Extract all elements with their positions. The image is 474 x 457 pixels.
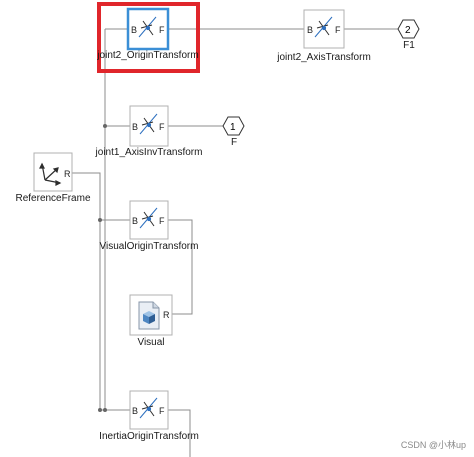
visual-block[interactable]: R: [129, 294, 173, 336]
highlight-box: [97, 2, 200, 73]
joint2-origin-transform-label: joint2_OriginTransform: [97, 50, 199, 61]
port-b-label: B: [307, 25, 313, 35]
port-b-label: B: [132, 406, 138, 416]
outport-number: 1: [230, 122, 236, 133]
frame-transform-icon: [314, 16, 333, 38]
joint1-axisinv-transform-label: joint1_AxisInvTransform: [95, 147, 203, 158]
joint2-axis-transform-block[interactable]: B F: [303, 9, 345, 49]
port-f-label: F: [159, 216, 165, 226]
line-refframe-bus: [72, 172, 101, 410]
visual-label: Visual: [137, 337, 165, 348]
port-b-label: B: [132, 122, 138, 132]
junction-dot: [103, 408, 107, 412]
line-inertiaorigin-out: [168, 409, 191, 457]
port-b-label: B: [132, 216, 138, 226]
axes-icon: [39, 162, 62, 186]
inertia-origin-transform-label: InertiaOriginTransform: [99, 431, 199, 442]
joint2-origin-transform-block[interactable]: B F: [126, 7, 170, 51]
frame-transform-icon: [139, 113, 158, 135]
joint1-axisinv-transform-block[interactable]: B F: [129, 105, 169, 147]
port-f-label: F: [159, 122, 165, 132]
reference-frame-block[interactable]: R: [33, 152, 73, 192]
joint2-axis-transform-label: joint2_AxisTransform: [277, 52, 371, 63]
port-b-label: B: [131, 25, 137, 35]
outport-f1-label: F1: [403, 40, 415, 51]
port-f-label: F: [335, 25, 341, 35]
outport-f[interactable]: 1: [222, 116, 245, 136]
block-frame: [129, 200, 169, 240]
inertia-origin-transform-block[interactable]: B F: [129, 390, 169, 430]
junction-dot: [103, 124, 107, 128]
junction-dot: [98, 218, 102, 222]
line-visualorigin-to-visual: [168, 219, 193, 315]
frame-transform-icon: [138, 16, 157, 38]
connection-lines: [72, 28, 398, 457]
port-r-label: R: [163, 310, 170, 320]
watermark: CSDN @小林up: [400, 440, 466, 450]
frame-transform-icon: [139, 397, 158, 419]
outport-f1[interactable]: 2: [397, 19, 420, 39]
reference-frame-label: ReferenceFrame: [15, 193, 91, 204]
outport-shape: [222, 116, 245, 136]
port-f-label: F: [159, 25, 165, 35]
visual-origin-transform-label: VisualOriginTransform: [99, 241, 199, 252]
port-r-label: R: [64, 169, 71, 179]
junction-dot: [98, 408, 102, 412]
outport-f-label: F: [230, 137, 238, 148]
visual-origin-transform-block[interactable]: B F: [129, 200, 169, 240]
outport-shape: [397, 19, 420, 39]
port-f-label: F: [159, 406, 165, 416]
frame-transform-icon: [139, 207, 158, 229]
outport-number: 2: [405, 25, 411, 36]
block-frame: [33, 152, 73, 192]
solid-file-icon: [138, 301, 160, 330]
